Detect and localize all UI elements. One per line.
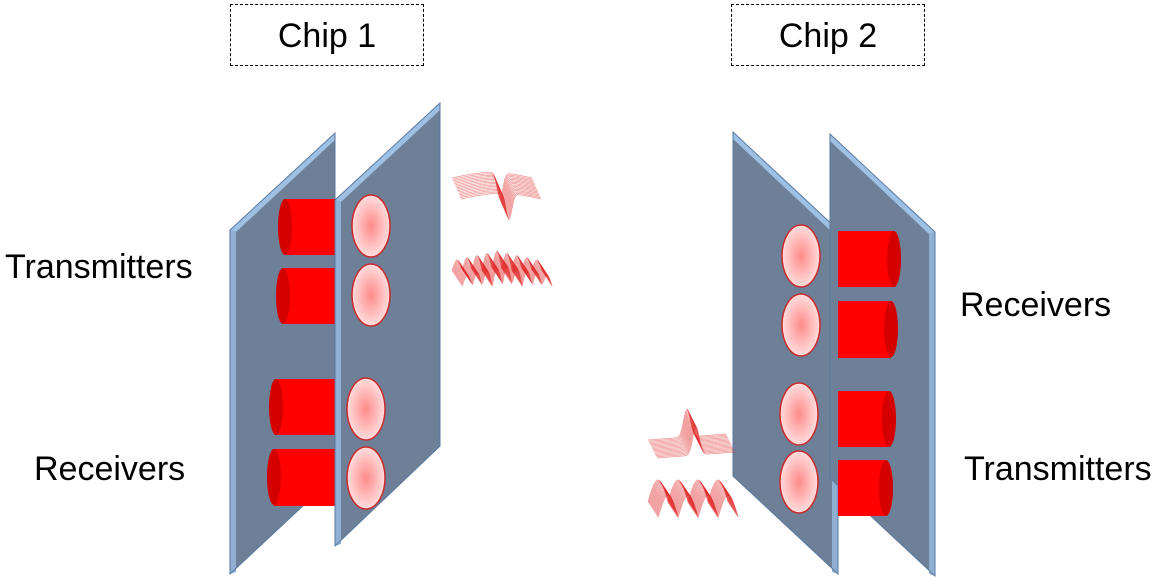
- chip2-transmitters-label: Transmitters: [964, 450, 1152, 488]
- optical-mode-pattern: [647, 408, 736, 459]
- chip2-lens: [781, 293, 821, 357]
- chip1-receivers-label: Receivers: [34, 450, 186, 488]
- chip2-lens: [779, 382, 819, 446]
- chip1-transmitters-label: Transmitters: [5, 248, 193, 286]
- chip1-emitter: [269, 379, 335, 435]
- chip2-receivers-label: Receivers: [960, 286, 1112, 324]
- chip2-emitter: [838, 391, 896, 447]
- chip1-lens: [346, 377, 386, 441]
- optical-mode-pattern: [647, 479, 739, 519]
- optical-mode-pattern: [451, 250, 553, 287]
- chip2-emitter: [838, 231, 901, 287]
- chip1-lens: [351, 194, 391, 258]
- chip2-rear-panel: [732, 130, 839, 576]
- chip1-lens: [351, 263, 391, 327]
- chip1-emitter: [276, 268, 335, 324]
- chip2-label: Chip 2: [731, 4, 925, 66]
- chip1-lens: [346, 446, 386, 510]
- chip2-emitter: [838, 460, 893, 516]
- chip1-emitter: [278, 199, 335, 255]
- chip2-lens: [781, 224, 821, 288]
- chip2-emitter: [838, 301, 898, 358]
- chip1-emitter: [267, 449, 335, 506]
- optical-mode-pattern: [451, 172, 542, 221]
- chip2-lens: [779, 450, 819, 514]
- chip1-label: Chip 1: [230, 4, 424, 66]
